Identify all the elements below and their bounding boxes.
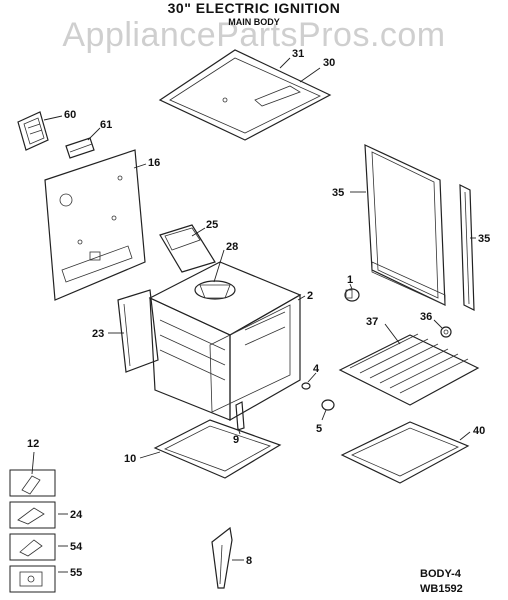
oven-body[interactable] <box>148 261 302 422</box>
watermark: AppliancePartsPros.com <box>62 16 446 54</box>
diagram-code-wb: WB1592 <box>420 583 463 595</box>
terminal-block[interactable] <box>65 137 95 159</box>
label-16: 16 <box>148 157 160 169</box>
door-hinge[interactable] <box>211 526 233 589</box>
label-40: 40 <box>473 425 485 437</box>
label-28: 28 <box>226 241 238 253</box>
top-panel[interactable] <box>158 49 332 141</box>
label-37: 37 <box>366 316 378 328</box>
label-36: 36 <box>420 311 432 323</box>
ignition-module[interactable] <box>17 111 49 151</box>
rack-stop[interactable] <box>440 326 452 338</box>
cover-box[interactable] <box>9 533 56 561</box>
left-side-panel[interactable] <box>117 289 159 373</box>
side-panel[interactable] <box>364 144 446 306</box>
side-trim-strip[interactable] <box>459 184 475 311</box>
label-12: 12 <box>27 438 39 450</box>
control-knob[interactable] <box>344 288 360 302</box>
label-2: 2 <box>307 290 313 302</box>
burner-assembly[interactable] <box>194 280 236 300</box>
label-60: 60 <box>64 109 76 121</box>
clip-box[interactable] <box>9 501 56 529</box>
label-24: 24 <box>70 509 83 521</box>
screw-fastener[interactable] <box>301 382 311 390</box>
broiler-pan[interactable] <box>340 421 470 484</box>
label-8: 8 <box>246 555 252 567</box>
oven-rack[interactable] <box>338 333 480 406</box>
label-35-right: 35 <box>478 233 490 245</box>
label-54: 54 <box>70 541 83 553</box>
label-9: 9 <box>233 434 239 446</box>
label-10: 10 <box>124 453 136 465</box>
bottom-panel[interactable] <box>153 419 282 479</box>
label-5: 5 <box>316 423 322 435</box>
vent-duct[interactable] <box>159 224 216 273</box>
label-61: 61 <box>100 119 112 131</box>
leader-lines <box>31 57 476 573</box>
label-35-left: 35 <box>332 187 344 199</box>
label-31: 31 <box>292 48 304 60</box>
spark-electrode-box[interactable] <box>9 469 56 497</box>
rear-panel[interactable] <box>44 149 146 301</box>
label-4: 4 <box>313 363 320 375</box>
label-23: 23 <box>92 328 104 340</box>
diagram-title: 30" ELECTRIC IGNITION <box>167 0 341 16</box>
diagram-code-body: BODY-4 <box>420 568 461 580</box>
label-1: 1 <box>347 274 353 286</box>
label-55: 55 <box>70 567 82 579</box>
foot-leveler[interactable] <box>321 399 335 411</box>
label-25: 25 <box>206 219 218 231</box>
label-30: 30 <box>323 57 335 69</box>
switch-box[interactable] <box>9 565 56 593</box>
diagram-subtitle: MAIN BODY <box>228 17 280 27</box>
support-bracket[interactable] <box>235 401 245 431</box>
